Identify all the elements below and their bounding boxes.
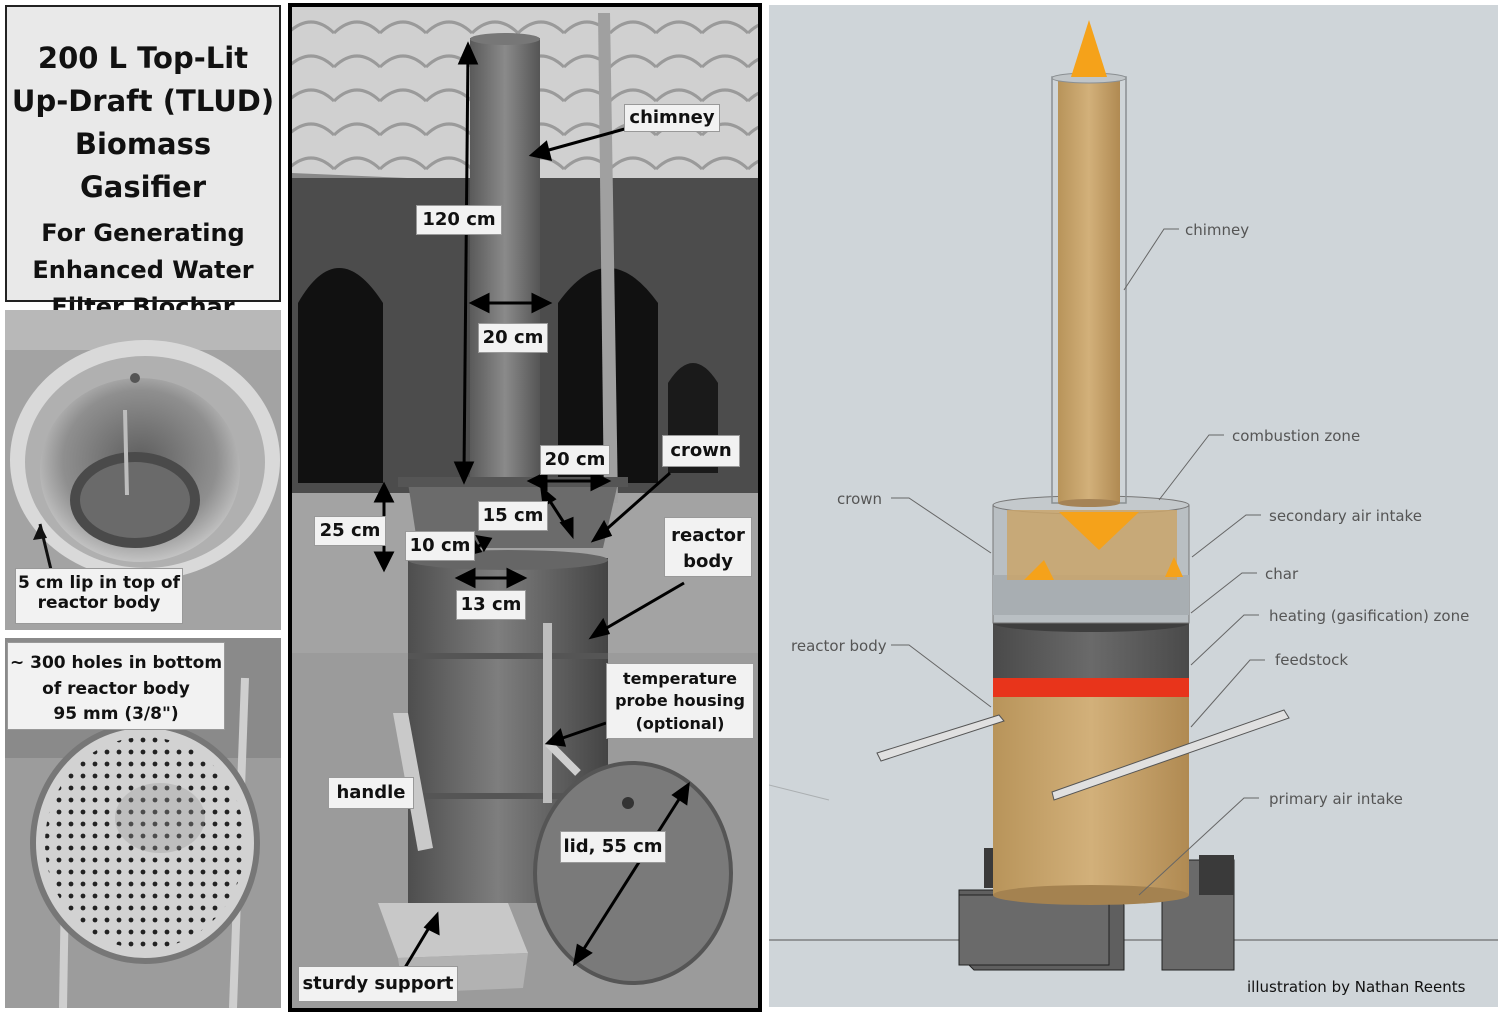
chimney-label: chimney xyxy=(624,104,720,132)
lid-label: lid, 55 cm xyxy=(560,831,666,863)
illus-heating-zone-label: heating (gasification) zone xyxy=(1269,607,1470,625)
title-line-1: 200 L Top-Lit xyxy=(37,41,249,75)
dim-10-label: 10 cm xyxy=(405,531,475,561)
title-box: 200 L Top-Lit Up-Draft (TLUD) Biomass Ga… xyxy=(5,5,281,321)
probe-housing-label-line-2: probe housing xyxy=(615,691,745,711)
holes-label-line-3: 95 mm (3/8") xyxy=(53,704,179,724)
lip-label-line-1: 5 cm lip in top of xyxy=(17,573,180,593)
illustration-drawing xyxy=(769,20,1498,971)
chimney-width-label: 20 cm xyxy=(478,323,548,353)
subtitle-line-2: Enhanced Water xyxy=(32,256,254,284)
illus-primary-air-label: primary air intake xyxy=(1269,790,1403,808)
reactor-body-label-line-2: body xyxy=(683,551,733,573)
handle-label: handle xyxy=(328,777,414,809)
crown-height-label: 25 cm xyxy=(314,516,386,546)
probe-housing-label-line-1: temperature xyxy=(623,669,737,688)
illus-char-label: char xyxy=(1265,565,1299,583)
sturdy-support-label: sturdy support xyxy=(298,966,458,1002)
chimney-height-label: 120 cm xyxy=(416,205,502,235)
holes-label-line-2: of reactor body xyxy=(42,678,190,699)
title-line-2: Up-Draft (TLUD) xyxy=(11,84,275,118)
illustration: chimney combustion zone crown secondary … xyxy=(769,5,1498,1007)
illus-crown-label: crown xyxy=(837,490,883,508)
illus-feedstock-label: feedstock xyxy=(1275,651,1349,669)
reactor-body-label: reactor body xyxy=(664,517,752,577)
subtitle-line-1: For Generating xyxy=(41,219,245,247)
holes-photo: ~ 300 holes in bottom of reactor body 95… xyxy=(5,638,281,1008)
main-photo: chimney 120 cm 20 cm crown 20 cm 25 cm 1… xyxy=(288,3,762,1012)
lip-label: 5 cm lip in top of reactor body xyxy=(15,568,183,624)
illus-reactor-body-label: reactor body xyxy=(791,637,887,655)
reactor-body-label-line-1: reactor xyxy=(671,525,745,546)
crown-label: crown xyxy=(662,435,740,467)
illus-combustion-zone-label: combustion zone xyxy=(1232,427,1361,445)
lip-label-line-2: reactor body xyxy=(37,592,161,613)
dim-13-label: 13 cm xyxy=(456,590,526,620)
dim-15-label: 15 cm xyxy=(478,501,548,531)
illus-secondary-air-label: secondary air intake xyxy=(1269,507,1422,525)
illus-chimney-label: chimney xyxy=(1185,221,1250,239)
probe-housing-label: temperature probe housing (optional) xyxy=(606,663,754,739)
holes-label: ~ 300 holes in bottom of reactor body 95… xyxy=(7,642,225,730)
crown-width-label: 20 cm xyxy=(540,445,610,475)
illustration-credit: illustration by Nathan Reents xyxy=(1247,978,1466,996)
title-line-3: Biomass Gasifier xyxy=(74,127,212,204)
lip-photo-drawing xyxy=(5,310,281,630)
holes-label-line-1: ~ 300 holes in bottom xyxy=(9,653,223,673)
probe-housing-label-line-3: (optional) xyxy=(635,713,725,733)
lip-photo: 5 cm lip in top of reactor body xyxy=(5,310,281,630)
